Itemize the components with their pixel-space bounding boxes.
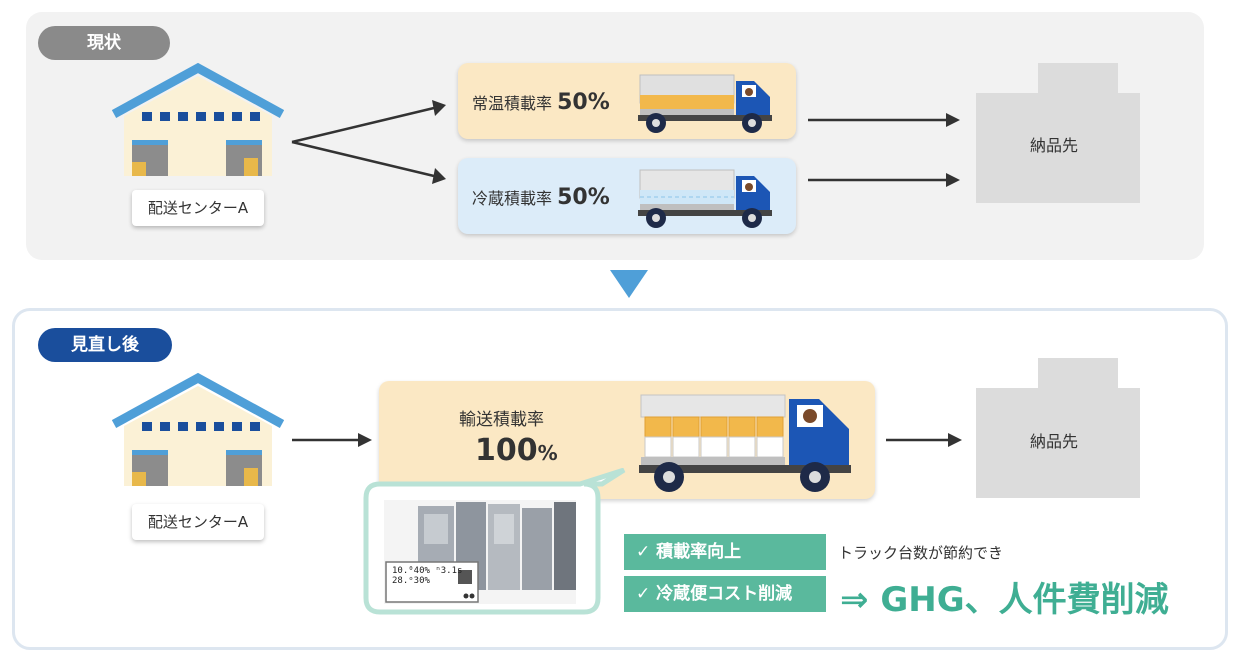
normal-rate: 常温積載率 50%	[472, 90, 610, 115]
cold-truck-icon	[638, 169, 772, 228]
refrigerated-cart-photo	[384, 500, 576, 604]
delivery-arrows	[808, 113, 960, 187]
destination-label: 納品先	[1030, 136, 1079, 155]
merged-rate-label: 輸送積載率	[459, 410, 544, 430]
down-arrow-icon	[610, 270, 648, 298]
photo-display-readout: 10.⁰40% ⁿ3.1s 28.ᵒ30%	[392, 566, 463, 586]
arrow-right	[886, 433, 962, 447]
destination-building-icon	[976, 358, 1140, 498]
warehouse-icon	[112, 62, 284, 176]
warehouse-icon	[112, 372, 284, 486]
truck-saving-note: トラック台数が節約でき	[838, 544, 1004, 562]
merged-transport-card: 輸送積載率 100%	[379, 381, 875, 499]
cold-card: 冷蔵積載率 50%	[458, 158, 796, 234]
normal-truck-icon	[638, 74, 772, 133]
cold-rate: 冷蔵積載率 50%	[472, 185, 610, 210]
large-truck-icon	[639, 394, 851, 492]
center-a-label: 配送センターA	[132, 190, 264, 226]
benefit-load-rate: 積載率向上	[624, 534, 826, 570]
destination-building-icon	[976, 63, 1140, 203]
before-label: 現状	[38, 26, 170, 60]
after-label: 見直し後	[38, 328, 172, 362]
arrow-right	[292, 433, 372, 447]
center-a-label: 配送センターA	[132, 504, 264, 540]
normal-temp-card: 常温積載率 50%	[458, 63, 796, 139]
benefit-cold-cost: 冷蔵便コスト削減	[624, 576, 826, 612]
merged-rate-value: 100%	[475, 433, 558, 468]
fork-arrows	[291, 100, 446, 184]
result-statement: ⇒ GHG、人件費削減	[840, 580, 1169, 620]
destination-label: 納品先	[1030, 432, 1079, 451]
